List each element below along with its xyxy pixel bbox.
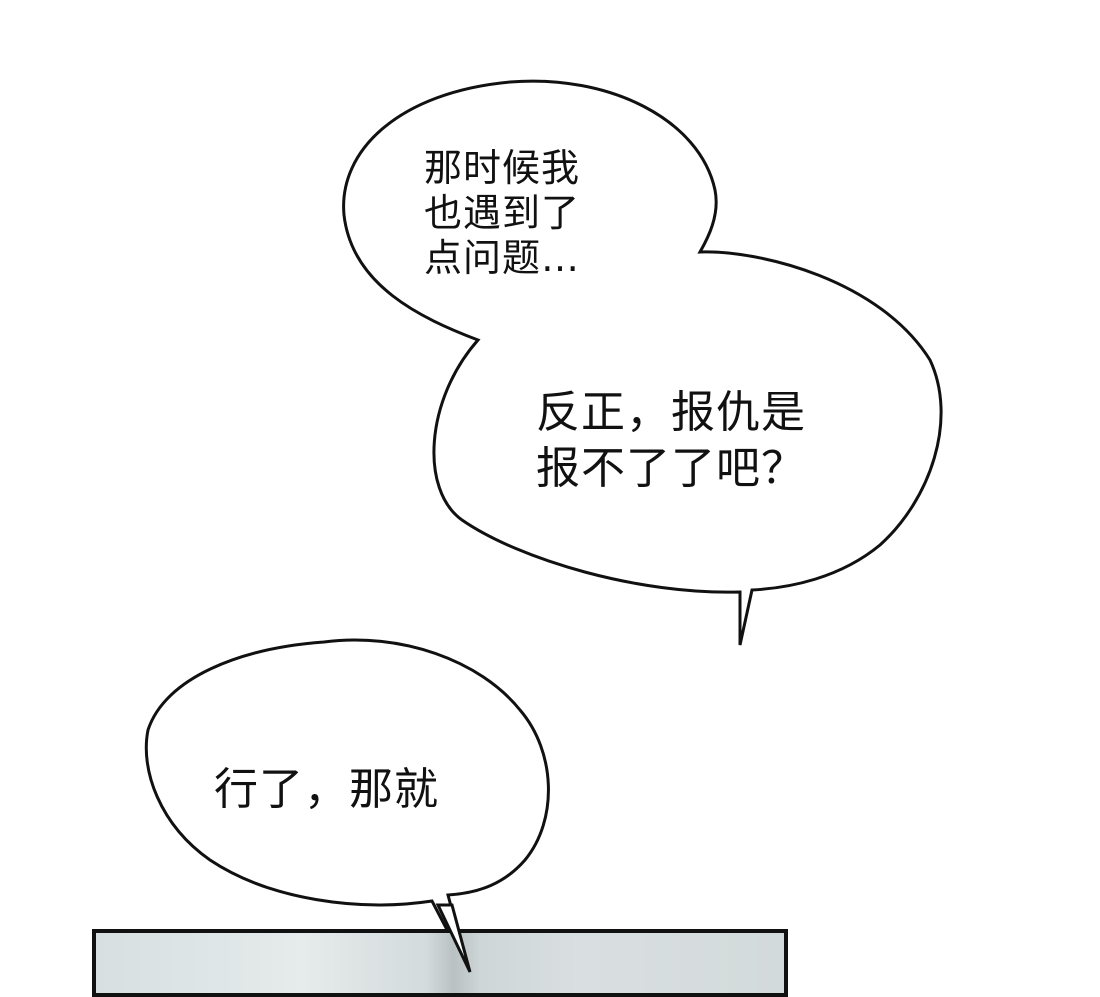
comic-panel-bottom: [92, 929, 788, 997]
speech-bubble-text-lower: 行了，那就: [214, 764, 439, 815]
speech-bubble-text-upper-left: 那时候我 也遇到了 点问题…: [424, 146, 581, 280]
speech-bubble-lower: [144, 638, 550, 971]
speech-bubble-text-upper-right: 反正，报仇是 报不了了吧？: [536, 387, 806, 494]
speech-bubble-upper: [342, 79, 943, 646]
